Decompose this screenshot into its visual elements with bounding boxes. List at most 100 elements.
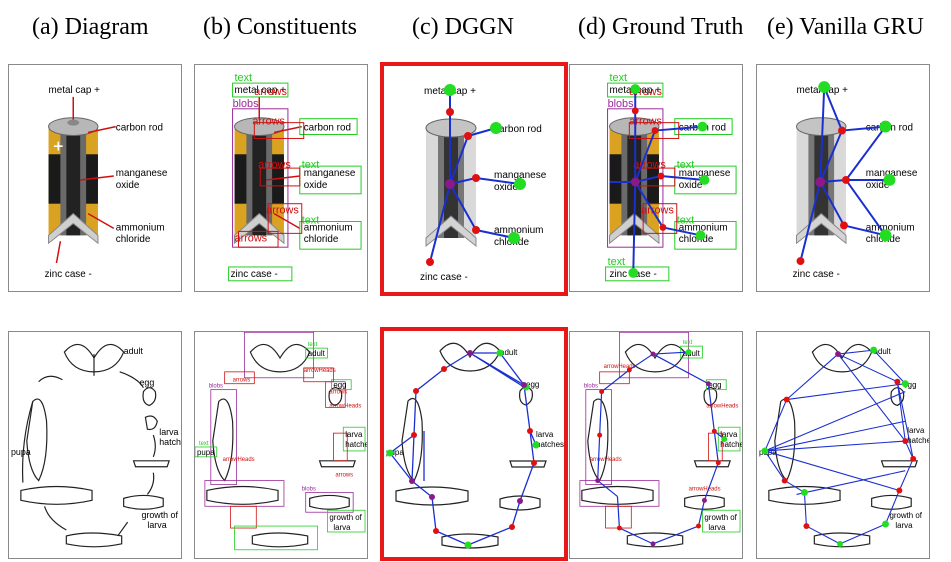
tag-text: text xyxy=(302,214,320,226)
tag-arrows: arrows xyxy=(233,378,251,384)
lifecycle-illustration xyxy=(20,343,170,548)
label-hatches: hatches xyxy=(159,437,181,447)
graph-edges xyxy=(389,352,537,546)
label-zinc-case: zinc case - xyxy=(420,272,468,283)
battery-diagram: + metal cap + carbon rod manganese oxide… xyxy=(45,85,168,280)
label-adult: adult xyxy=(683,349,701,358)
tag-arrowheads: arrowHeads xyxy=(689,486,721,492)
tag-text: text xyxy=(302,159,320,171)
tag-arrowheads: arrowHeads xyxy=(304,368,336,374)
title-constituents: (b) Constituents xyxy=(203,14,357,40)
label-larva-growth: larva xyxy=(708,523,726,532)
title-diagram: (a) Diagram xyxy=(32,14,149,40)
label-zinc-case: zinc case - xyxy=(793,269,840,280)
label-larva: larva xyxy=(159,427,178,437)
battery-constituents: metal cap + carbon rod manganese oxide a… xyxy=(228,72,362,282)
label-zinc-case: zinc case - xyxy=(45,269,92,280)
graph-nodes xyxy=(595,349,728,547)
label-carbon-rod: carbon rod xyxy=(116,123,163,134)
label-chloride: chloride xyxy=(679,234,714,245)
tag-arrows: arrows xyxy=(629,116,662,128)
label-ammonium: ammonium xyxy=(494,225,543,236)
label-larva: larva xyxy=(720,430,738,439)
label-manganese: manganese xyxy=(866,168,918,179)
label-larva-growth: larva xyxy=(333,523,351,532)
lifecycle-diagram-panel: adult egg larva hatches pupa growth of l… xyxy=(8,331,182,559)
lifecycle-dggn-graph: adult egg larva hatches pupa xyxy=(386,342,564,549)
label-ammonium: ammonium xyxy=(679,222,728,233)
label-egg: egg xyxy=(333,381,346,390)
graph-nodes xyxy=(386,349,540,549)
tag-arrowheads: arrowHeads xyxy=(706,403,738,409)
tag-arrows: arrows xyxy=(252,116,285,128)
tag-arrows: arrows xyxy=(254,86,287,98)
label-larva: larva xyxy=(907,426,925,435)
tag-arrowheads: arrowHeads xyxy=(604,364,636,370)
label-chloride: chloride xyxy=(304,234,339,245)
label-adult: adult xyxy=(308,349,326,358)
battery-ground-truth-panel: metal cap + carbon rod manganese oxide a… xyxy=(569,64,743,292)
label-growth-of: growth of xyxy=(141,510,178,520)
battery-vanilla-gru-panel: metal cap + carbon rod manganese oxide a… xyxy=(756,64,930,292)
tag-arrowheads: arrowHeads xyxy=(590,457,622,463)
lifecycle-vanilla-gru-panel: adult egg larva hatches pupa growth of l… xyxy=(756,331,930,559)
label-zinc-case: zinc case - xyxy=(231,269,278,280)
tag-arrows: arrows xyxy=(258,159,291,171)
battery-constituents-panel: metal cap + carbon rod manganese oxide a… xyxy=(194,64,368,292)
label-pupa: pupa xyxy=(11,447,31,457)
tag-text: text xyxy=(677,214,695,226)
label-hatches: hatches xyxy=(907,436,929,445)
battery-vanilla-gru-graph: metal cap + carbon rod manganese oxide a… xyxy=(793,81,918,280)
tag-text: text xyxy=(199,441,209,447)
tag-blobs: blobs xyxy=(608,98,635,110)
graph-edges xyxy=(764,349,914,545)
label-manganese: manganese xyxy=(494,170,547,181)
label-growth-of: growth of xyxy=(704,513,737,522)
graph-edges xyxy=(597,351,725,545)
tag-arrows: arrows xyxy=(329,390,347,396)
tag-blobs: blobs xyxy=(209,384,223,390)
lifecycle-ground-truth-panel: arrowHeads arrowHeads arrowHeads arrowHe… xyxy=(569,331,743,559)
tag-arrows: arrows xyxy=(235,232,268,244)
lifecycle-constituents-panel: arrows arrowHeads arrows arrowHeads arro… xyxy=(194,331,368,559)
label-pupa: pupa xyxy=(197,448,215,457)
label-larva-growth: larva xyxy=(147,520,166,530)
title-dggn: (c) DGGN xyxy=(412,14,514,40)
label-manganese: manganese xyxy=(116,168,168,179)
label-carbon-rod: carbon rod xyxy=(304,123,351,134)
graph-nodes xyxy=(796,81,896,265)
svg-text:+: + xyxy=(52,138,64,154)
label-oxide: oxide xyxy=(679,180,703,191)
label-adult: adult xyxy=(874,347,892,356)
lifecycle-ground-truth-graph: arrowHeads arrowHeads arrowHeads arrowHe… xyxy=(579,332,742,548)
label-growth-of: growth of xyxy=(889,511,922,520)
graph-nodes xyxy=(628,84,710,278)
label-egg: egg xyxy=(139,378,154,388)
tag-text: text xyxy=(677,159,695,171)
label-manganese: manganese xyxy=(679,168,731,179)
battery-illustration xyxy=(234,117,285,245)
lifecycle-illustration xyxy=(395,342,547,549)
tag-arrows: arrows xyxy=(335,473,353,479)
label-chloride: chloride xyxy=(116,234,151,245)
label-oxide: oxide xyxy=(494,182,518,193)
lifecycle-constituents: arrows arrowHeads arrows arrowHeads arro… xyxy=(195,332,367,551)
tag-blobs: blobs xyxy=(302,486,316,492)
label-oxide: oxide xyxy=(866,180,890,191)
label-larva: larva xyxy=(345,430,363,439)
lifecycle-illustration xyxy=(206,343,356,548)
tag-text: text xyxy=(608,256,626,268)
label-ammonium: ammonium xyxy=(304,222,353,233)
tag-text: text xyxy=(235,72,253,84)
graph-nodes xyxy=(761,346,917,547)
label-manganese: manganese xyxy=(304,168,356,179)
label-egg: egg xyxy=(903,381,916,390)
label-carbon-rod: carbon rod xyxy=(494,124,542,135)
graph-edges xyxy=(799,86,890,262)
tag-arrows: arrows xyxy=(633,159,666,171)
label-ammonium: ammonium xyxy=(866,222,915,233)
label-oxide: oxide xyxy=(304,180,328,191)
label-larva-growth: larva xyxy=(895,521,913,530)
label-metal-cap: metal cap + xyxy=(235,85,287,96)
lifecycle-dggn-panel: adult egg larva hatches pupa xyxy=(380,327,568,561)
